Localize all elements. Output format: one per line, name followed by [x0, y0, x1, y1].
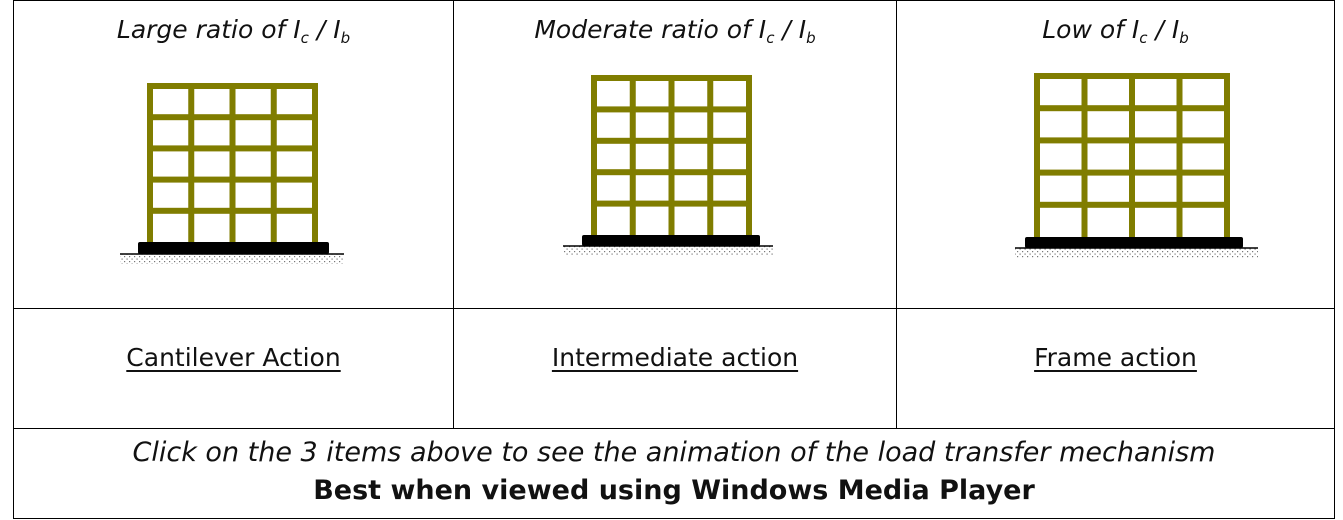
cantilever-action-link[interactable]: Cantilever Action: [126, 343, 341, 372]
frame-beam: [591, 106, 752, 113]
foundation-slab: [582, 235, 760, 246]
frame-beam: [1034, 169, 1230, 176]
comparison-table: Large ratio of Ic / Ib Moderate ratio of…: [13, 0, 1335, 519]
frame-column: [1034, 73, 1040, 237]
frame-diagram-large-ratio: [120, 83, 344, 264]
frame-beam: [1034, 137, 1230, 144]
frame-beam: [147, 114, 318, 121]
frame-beam: [591, 137, 752, 144]
frame-beam: [147, 176, 318, 183]
ground-hatch: [1015, 248, 1258, 258]
viewer-note: Best when viewed using Windows Media Pla…: [313, 475, 1035, 506]
foundation-slab: [1025, 237, 1243, 248]
column-large-ratio: Large ratio of Ic / Ib: [14, 1, 454, 308]
frame-column: [147, 83, 153, 242]
heading-large-ratio: Large ratio of Ic / Ib: [116, 15, 351, 47]
frame-column: [707, 75, 714, 235]
diagram-row: Large ratio of Ic / Ib Moderate ratio of…: [14, 1, 1334, 309]
frame-column: [312, 83, 318, 242]
frame-beam: [591, 200, 752, 207]
frame-beam: [591, 75, 752, 81]
ground-hatch: [563, 246, 773, 256]
frame-column: [188, 83, 195, 242]
frame-column: [1129, 73, 1135, 237]
frame-beam: [147, 207, 318, 214]
frame-column: [1176, 73, 1183, 237]
frame-column: [270, 83, 277, 242]
frame-column: [746, 75, 752, 235]
frame-column: [668, 75, 675, 235]
frame-column: [229, 83, 236, 242]
cell-cantilever: Cantilever Action: [14, 309, 454, 428]
intermediate-action-link[interactable]: Intermediate action: [551, 343, 799, 372]
heading-low-ratio: Low of Ic / Ib: [1042, 15, 1189, 47]
column-moderate-ratio: Moderate ratio of Ic / Ib: [454, 1, 897, 308]
frame-column: [1224, 73, 1230, 237]
frame-beam: [1034, 73, 1230, 79]
frame-column: [591, 75, 597, 235]
frame-action-link[interactable]: Frame action: [1034, 343, 1197, 372]
footer-row: Click on the 3 items above to see the an…: [14, 429, 1334, 519]
frame-column: [1081, 73, 1088, 237]
frame-column: [629, 75, 636, 235]
frame-beam: [147, 145, 318, 152]
foundation-slab: [138, 242, 329, 254]
cell-intermediate: Intermediate action: [454, 309, 897, 428]
ground-hatch: [120, 254, 344, 264]
heading-moderate-ratio: Moderate ratio of Ic / Ib: [534, 15, 816, 47]
frame-diagram-moderate-ratio: [563, 75, 773, 256]
column-low-ratio: Low of Ic / Ib: [897, 1, 1334, 308]
frame-beam: [1034, 201, 1230, 208]
action-row: Cantilever Action Intermediate action Fr…: [14, 309, 1334, 429]
frame-beam: [147, 83, 318, 89]
frame-beam: [591, 169, 752, 176]
frame-beam: [1034, 105, 1230, 112]
frame-diagram-low-ratio: [1015, 73, 1258, 258]
instruction-text: Click on the 3 items above to see the an…: [132, 437, 1216, 468]
cell-frame: Frame action: [897, 309, 1334, 428]
